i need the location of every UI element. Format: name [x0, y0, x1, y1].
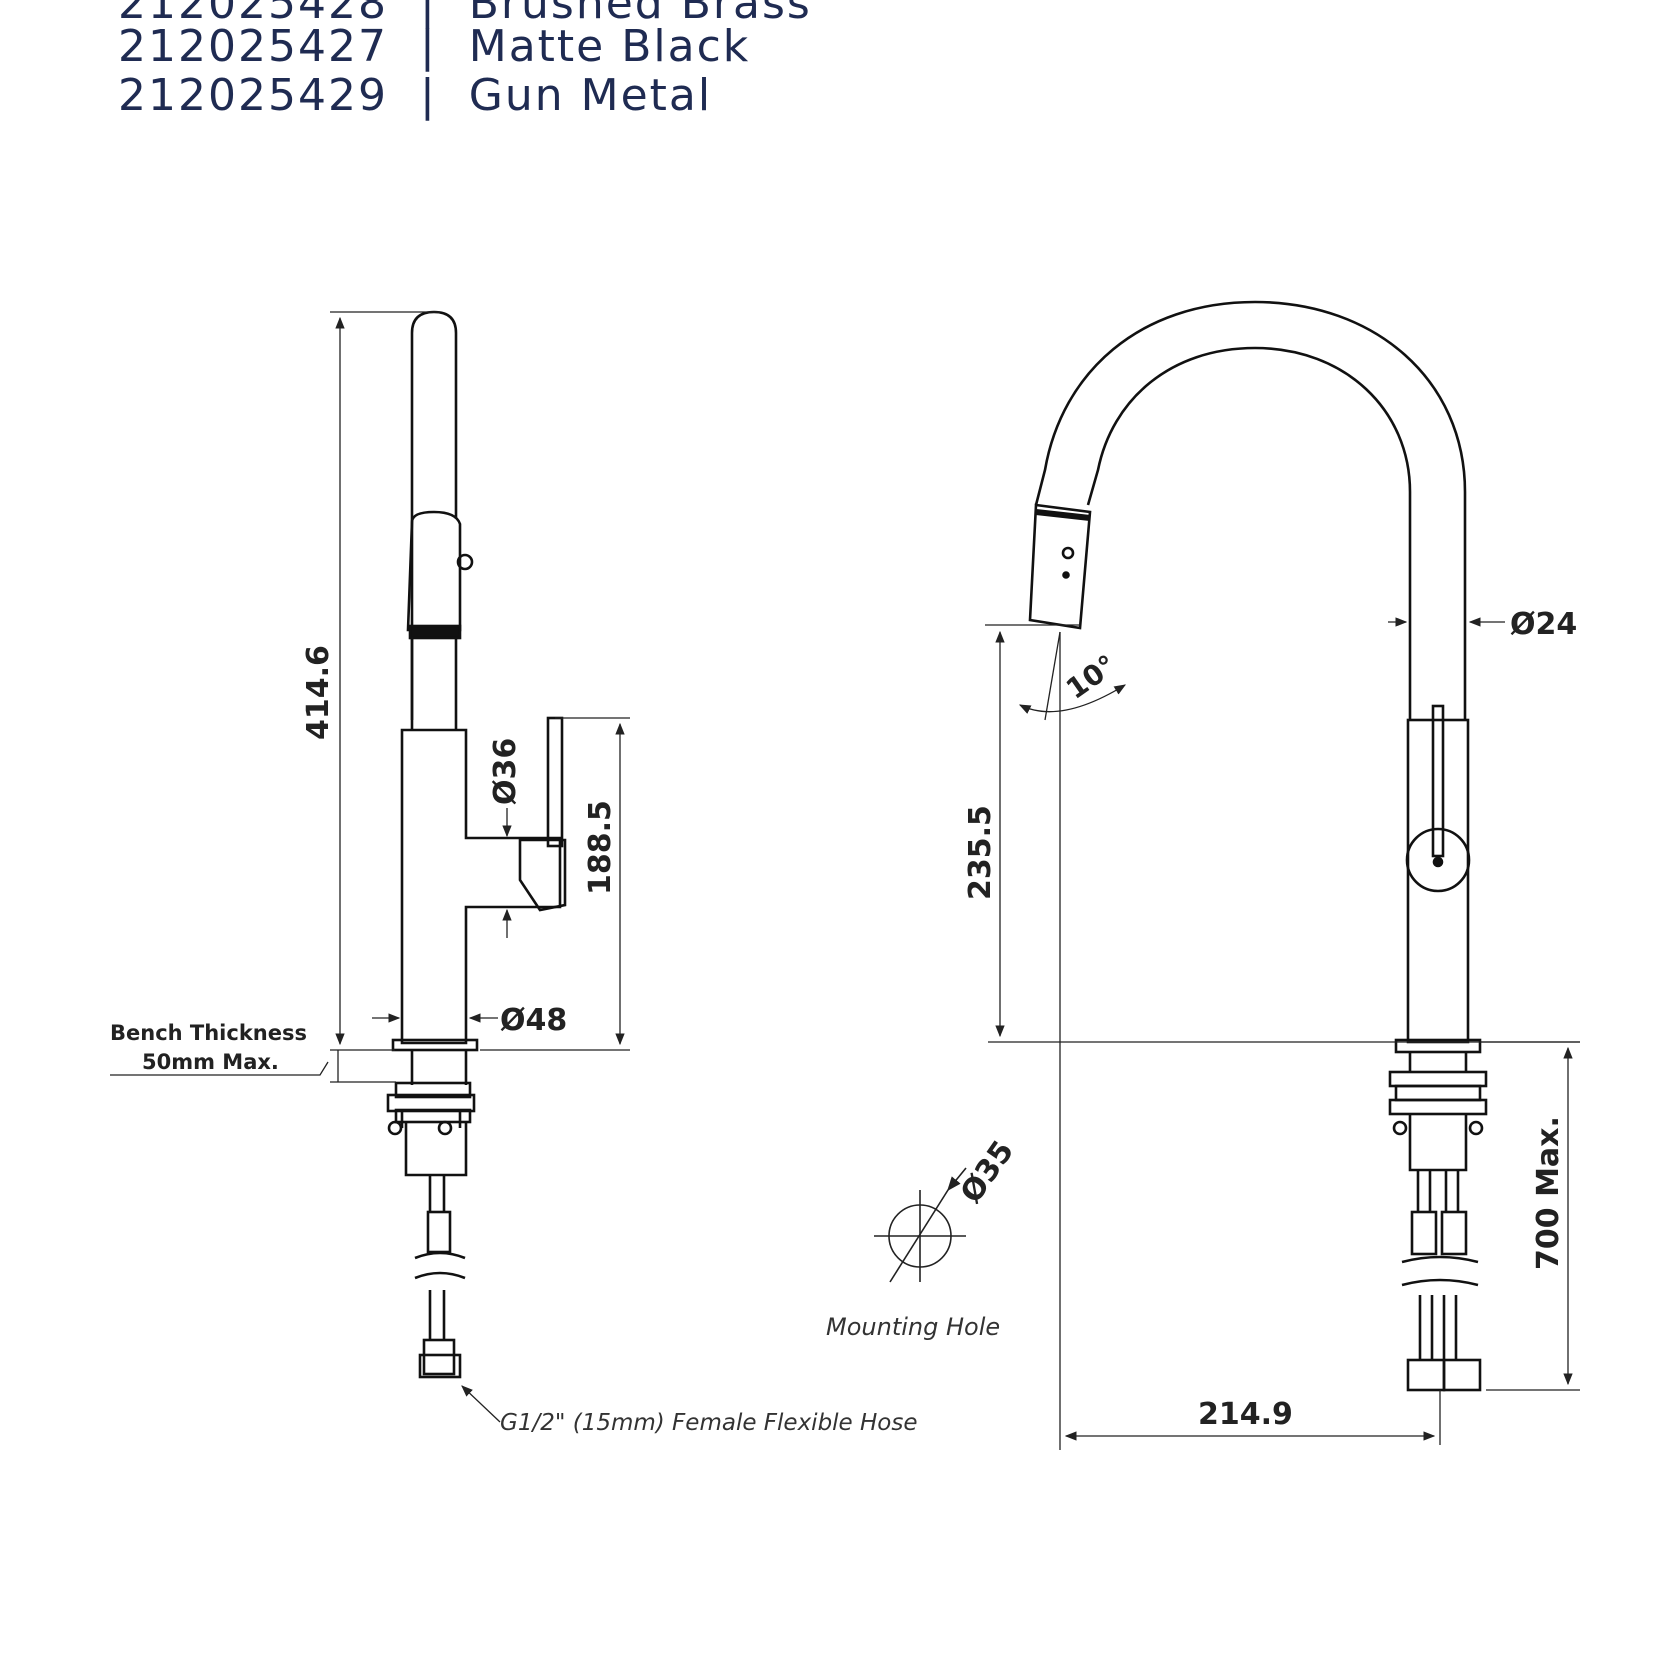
hose-note: G1/2" (15mm) Female Flexible Hose: [500, 1410, 918, 1436]
dim-handle-diameter: Ø36: [488, 738, 523, 805]
side-base-ring: [391, 1038, 479, 1052]
dim-spout-reach: 214.9: [1198, 1397, 1293, 1432]
front-spout-outer: [1034, 300, 1467, 720]
product-code-line-1: 212025428 | Brushed Brass: [118, 0, 812, 29]
product-code-line-2: 212025427 | Matte Black: [118, 21, 751, 72]
side-view-dimensions: [110, 311, 630, 1423]
side-spray-band: [408, 624, 462, 640]
side-view-tap: [386, 310, 567, 1379]
side-body: [400, 728, 562, 1045]
mounting-hole-label: Mounting Hole: [826, 1313, 1000, 1341]
dim-hose-length: 700 Max.: [1531, 1116, 1566, 1270]
side-handle-lever: [546, 716, 564, 848]
side-handle-base: [518, 838, 567, 912]
front-spray-head: [1028, 503, 1092, 630]
front-handle-lever: [1431, 704, 1445, 858]
side-spray-head: [406, 510, 462, 632]
bench-thickness-label: Bench Thickness: [110, 1021, 307, 1045]
dim-handle-height: 188.5: [583, 800, 618, 895]
side-spray-button: [456, 553, 474, 571]
dim-spray-angle: 10°: [1060, 648, 1122, 705]
dim-body-diameter: Ø48: [500, 1003, 567, 1038]
product-code-line-3: 212025429 | Gun Metal: [118, 70, 713, 121]
dim-spout-diameter: Ø24: [1510, 607, 1577, 642]
product-code-list: 212025428 | Brushed Brass 212025427 | Ma…: [0, 0, 1676, 130]
dim-spout-height: 235.5: [963, 805, 998, 900]
dim-overall-height: 414.6: [301, 645, 336, 740]
bench-thickness-value: 50mm Max.: [142, 1050, 279, 1074]
front-handle-knob: [1405, 827, 1471, 893]
front-spout-inner: [1086, 346, 1412, 720]
dim-mounting-hole: Ø35: [954, 1134, 1021, 1209]
front-body: [1406, 718, 1470, 1044]
mounting-hole-symbol: [874, 1167, 967, 1283]
side-spout-outline: [410, 310, 458, 720]
front-view-dimensions: [985, 617, 1580, 1450]
front-view-tap: [1028, 300, 1488, 1392]
